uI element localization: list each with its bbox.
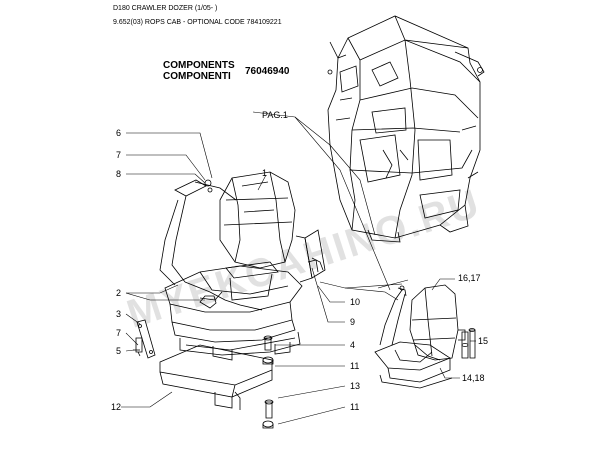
callout-3: 3: [116, 309, 121, 319]
callout-10: 10: [350, 297, 360, 307]
mounting-plate-drawing: [159, 344, 273, 410]
callout-9: 9: [350, 317, 355, 327]
header-section: 9.652(03) ROPS CAB - OPTIONAL CODE 78410…: [113, 19, 282, 26]
small-parts-drawing: [133, 319, 274, 429]
callout-leaders: [121, 132, 476, 425]
components-label-en: COMPONENTS: [163, 60, 235, 71]
components-part-number: 76046940: [245, 66, 290, 77]
callout-2: 2: [116, 288, 121, 298]
callout-11-bottom: 11: [350, 402, 359, 412]
callout-5: 5: [116, 346, 121, 356]
callout-page-ref: PAG.1: [262, 110, 288, 120]
small-seat-drawing: [374, 284, 476, 389]
callout-15: 15: [478, 336, 488, 346]
callout-16-17: 16,17: [458, 273, 481, 283]
callout-6: 6: [116, 128, 121, 138]
header-model: D180 CRAWLER DOZER (1/05- ): [113, 5, 218, 12]
callout-4: 4: [350, 340, 355, 350]
callout-1: 1: [262, 168, 267, 178]
callout-11-top: 11: [350, 361, 359, 371]
operator-seat-drawing: [159, 171, 326, 361]
callout-labels: PAG.1 6 7 8 1 2 3 7 5 12 10 9 4 11 13 11…: [111, 110, 488, 412]
callout-13: 13: [350, 381, 360, 391]
callout-14-18: 14,18: [462, 373, 485, 383]
rops-cab-drawing: [327, 15, 485, 243]
reference-lines: [252, 111, 409, 301]
components-label-it: COMPONENTI: [163, 71, 231, 82]
callout-12: 12: [111, 402, 121, 412]
callout-8: 8: [116, 169, 121, 179]
callout-7-bottom: 7: [116, 328, 121, 338]
callout-7-top: 7: [116, 150, 121, 160]
